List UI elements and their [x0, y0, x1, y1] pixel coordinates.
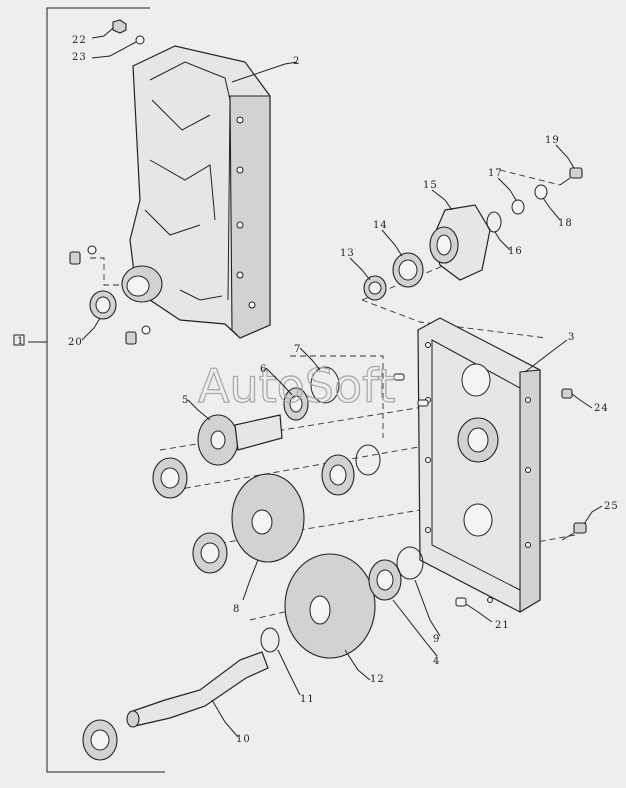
bolt-19	[559, 167, 583, 186]
callout-3: 3	[568, 332, 575, 343]
seal-14	[392, 252, 424, 288]
callout-23: 23	[72, 52, 87, 63]
shaft-10	[126, 651, 269, 728]
bearing-left-1	[152, 457, 188, 499]
washer-17	[511, 199, 525, 215]
drain-plug-22	[112, 19, 127, 34]
snap-ring-16	[486, 211, 502, 233]
callout-11: 11	[300, 694, 315, 705]
washer-18	[534, 184, 548, 200]
callout-12: 12	[370, 674, 385, 685]
callout-14: 14	[373, 220, 388, 231]
callout-10: 10	[236, 734, 251, 745]
washer-23	[135, 35, 145, 45]
bearing-left-2	[192, 532, 228, 574]
dowel-pins	[393, 373, 429, 407]
ring-mid-1	[355, 444, 381, 476]
snap-ring-11	[260, 627, 280, 653]
gear-5	[197, 414, 283, 466]
rear-cover-plate	[417, 317, 541, 613]
bearing-bottom	[82, 719, 118, 761]
callout-6: 6	[260, 364, 267, 375]
callout-7: 7	[294, 344, 301, 355]
callout-1: 1	[17, 336, 24, 347]
callout-25: 25	[604, 501, 619, 512]
callout-9: 9	[433, 634, 440, 645]
gear-8	[231, 473, 305, 563]
assembly-label-box	[13, 334, 25, 346]
callout-4: 4	[433, 656, 440, 667]
ring-7	[310, 366, 340, 404]
callout-8: 8	[233, 604, 240, 615]
callout-2: 2	[293, 56, 300, 67]
callout-13: 13	[340, 248, 355, 259]
callout-21: 21	[495, 620, 510, 631]
watermark-text: AutoSoft	[198, 359, 396, 413]
callout-17: 17	[488, 168, 503, 179]
plug-lower-left	[125, 325, 151, 345]
seal-13	[363, 275, 387, 301]
bearing-mid-1	[321, 454, 355, 496]
plug-upper-left	[69, 245, 97, 265]
callout-16: 16	[508, 246, 523, 257]
bolt-24	[561, 388, 573, 399]
bearing-6	[283, 387, 309, 421]
assembly-bracket	[28, 7, 165, 773]
bearing-4	[368, 559, 402, 601]
yoke-15	[429, 204, 491, 281]
callout-22: 22	[72, 35, 87, 46]
callout-20: 20	[68, 337, 83, 348]
gear-12	[284, 553, 376, 659]
callouts: 1 2 3 4 5 6 7 8 9 10 11 12 13 14 15 16 1	[13, 27, 619, 745]
callout-5: 5	[182, 395, 189, 406]
callout-19: 19	[545, 135, 560, 146]
bolt-25	[561, 522, 587, 541]
callout-18: 18	[558, 218, 573, 229]
pin-21	[455, 597, 467, 607]
ring-9	[396, 546, 424, 580]
seal-20	[89, 290, 117, 320]
callout-15: 15	[423, 180, 438, 191]
callout-24: 24	[594, 403, 609, 414]
front-gear-housing	[121, 45, 271, 339]
